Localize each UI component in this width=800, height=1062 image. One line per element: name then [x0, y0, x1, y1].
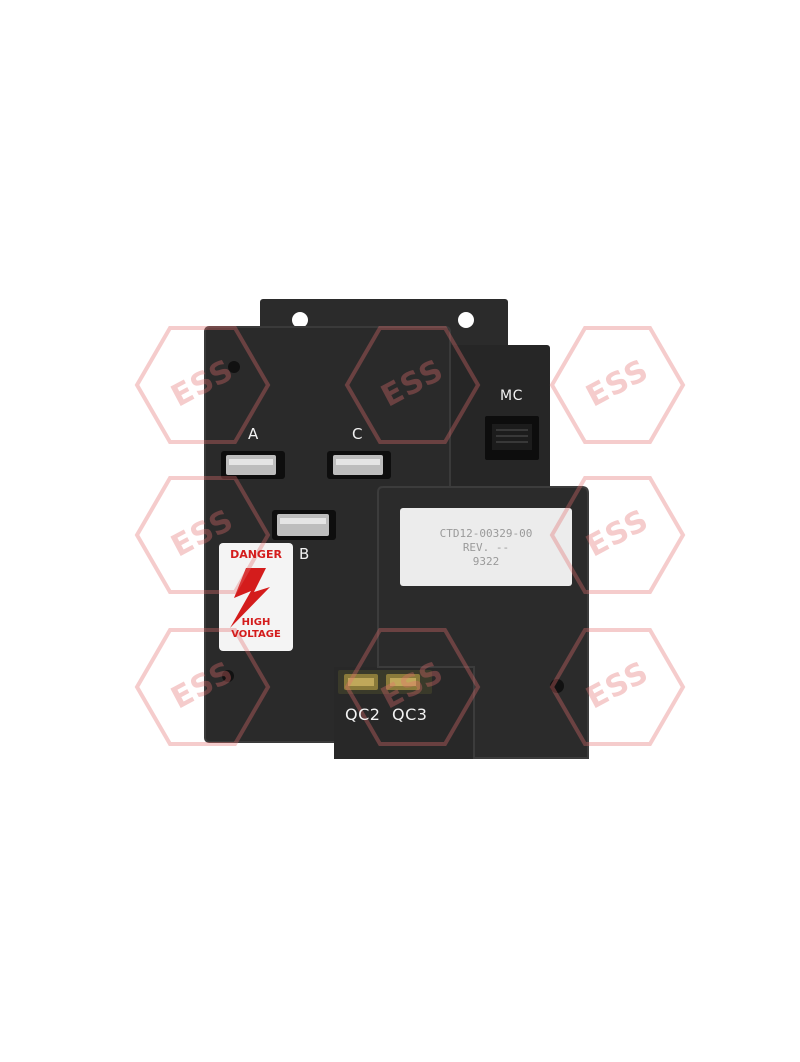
- mounting-hole: [292, 312, 308, 328]
- port-a-slot: [221, 451, 285, 479]
- lightning-bolt-icon: [230, 568, 270, 628]
- voltage-text: VOLTAGE: [231, 629, 281, 640]
- danger-sticker: [219, 543, 293, 651]
- mc-port-label: MC: [500, 388, 523, 404]
- high-text: HIGH: [241, 617, 271, 628]
- part-number-text: CTD12-00329-00: [439, 527, 533, 540]
- port-c-label: C: [352, 425, 363, 443]
- sensor-module: [377, 486, 589, 759]
- revision-text: REV. --: [462, 541, 510, 554]
- port-a-label: A: [248, 425, 259, 443]
- danger-text: DANGER: [230, 548, 282, 561]
- part-number-sticker: [400, 508, 572, 586]
- terminal-block: [334, 667, 474, 759]
- port-b-slot: [272, 510, 336, 540]
- watermark-logos: [134, 326, 686, 746]
- port-b-label: B: [299, 545, 310, 563]
- date-code-text: 9322: [472, 555, 500, 568]
- qc3-label: QC3: [392, 705, 428, 724]
- port-c-slot: [327, 451, 391, 479]
- qc2-label: QC2: [345, 705, 381, 724]
- mounting-hole: [458, 312, 474, 328]
- mc-connector-module: [446, 345, 550, 495]
